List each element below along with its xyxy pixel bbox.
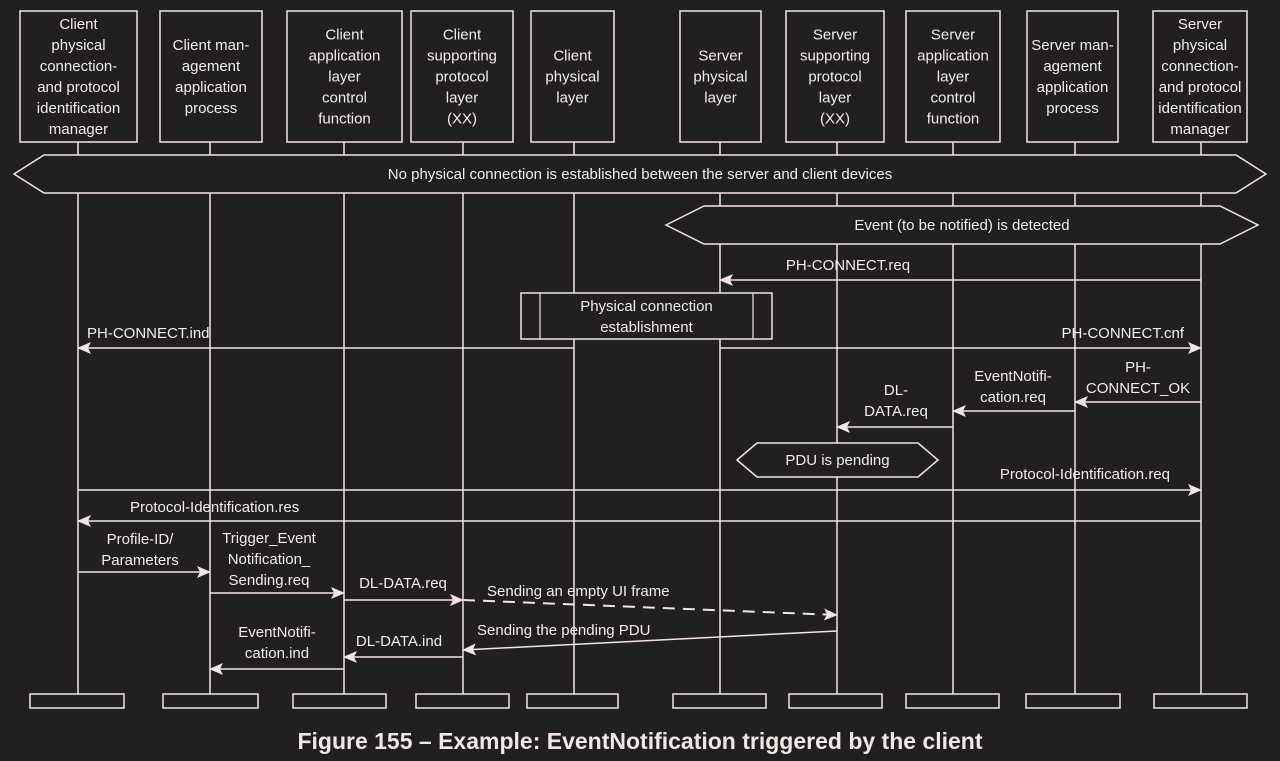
message-label: Profile-ID/Parameters <box>101 531 179 569</box>
state-hexagon <box>664 205 1260 245</box>
lifeline-foot-box <box>905 693 1000 709</box>
message-label: PH-CONNECT.req <box>786 257 910 274</box>
lifeline-head-box <box>159 10 263 143</box>
message-arrow: Sending an empty UI frame <box>462 583 838 621</box>
message-label: Protocol-Identification.req <box>1000 466 1170 483</box>
message-arrow: EventNotifi-cation.ind <box>209 624 344 675</box>
message-arrow: PH-CONNECT.cnf <box>720 325 1202 354</box>
lifeline-head-box <box>1152 10 1248 143</box>
message-arrow: Profile-ID/Parameters <box>78 531 211 578</box>
message-arrow: Protocol-Identification.req <box>78 466 1202 496</box>
state-box: Event (to be notified) is detected <box>664 205 1260 245</box>
message-label: Sending the pending PDU <box>477 622 650 639</box>
message-arrow: PH-CONNECT.ind <box>77 325 574 354</box>
lifeline-head-box <box>785 10 885 143</box>
message-label: Sending an empty UI frame <box>487 583 670 600</box>
message-label: DL-DATA.ind <box>356 633 442 650</box>
message-line <box>462 630 838 656</box>
message-label: EventNotifi-cation.ind <box>238 624 316 662</box>
message-arrow: Protocol-Identification.res <box>77 499 1201 527</box>
message-label: DL-DATA.req <box>864 382 928 420</box>
state-box: PDU is pending <box>735 442 940 478</box>
message-label: EventNotifi-cation.req <box>974 368 1052 406</box>
message-label: DL-DATA.req <box>359 575 447 592</box>
procedure-rect <box>520 292 773 340</box>
state-box: No physical connection is established be… <box>12 154 1268 194</box>
message-line <box>462 599 838 621</box>
lifeline-foot-box <box>526 693 619 709</box>
lifeline-foot-box <box>788 693 883 709</box>
message-arrow: PH-CONNECT_OK <box>1074 359 1201 408</box>
message-arrow: DL-DATA.ind <box>343 633 463 663</box>
state-label: Event (to be notified) is detected <box>854 217 1069 234</box>
lifeline-head-box <box>1026 10 1119 143</box>
message-label: PH-CONNECT.cnf <box>1061 325 1184 342</box>
message-arrow: PH-CONNECT.req <box>719 257 1201 286</box>
message-arrow: DL-DATA.req <box>836 382 953 433</box>
lifeline-foot-box <box>162 693 259 709</box>
message-label: Protocol-Identification.res <box>130 499 299 516</box>
lifeline-foot-box <box>1025 693 1121 709</box>
lifeline-foot-box <box>292 693 387 709</box>
figure-caption: Figure 155 – Example: EventNotification … <box>297 728 983 754</box>
lifeline-foot-box <box>415 693 510 709</box>
lifeline-foot-box <box>29 693 125 709</box>
lifeline-head-box <box>410 10 514 143</box>
message-label: PH-CONNECT.ind <box>87 325 210 342</box>
state-hexagon <box>12 154 1268 194</box>
message-arrow: DL-DATA.req <box>344 575 464 606</box>
message-arrow: Sending the pending PDU <box>462 622 838 656</box>
lifeline-foot-box <box>1153 693 1248 709</box>
message-label: PH-CONNECT_OK <box>1086 359 1190 397</box>
lifeline-foot-box <box>672 693 767 709</box>
state-label: No physical connection is established be… <box>388 166 892 183</box>
state-label: PDU is pending <box>785 452 889 469</box>
state-hexagon <box>735 442 940 478</box>
lifeline-head-box <box>530 10 615 143</box>
message-arrow: EventNotifi-cation.req <box>952 368 1075 417</box>
